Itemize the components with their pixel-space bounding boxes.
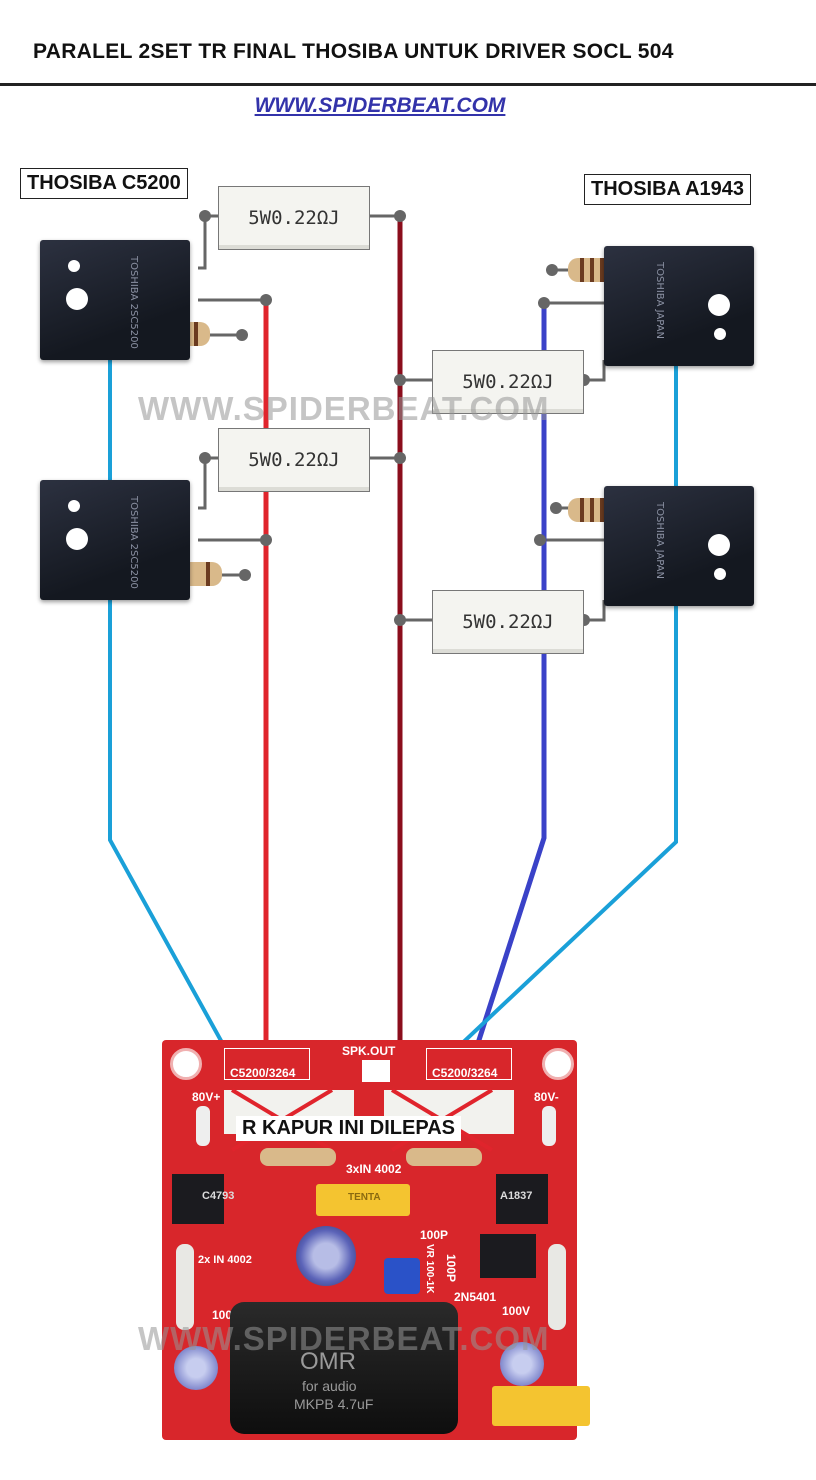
- omr-line1: OMR: [300, 1348, 356, 1375]
- mount-hole: [66, 528, 88, 550]
- cement-resistor-3: 5W0.22ΩJ: [218, 428, 370, 492]
- mount-hole: [708, 294, 730, 316]
- pnp-bus-wire: [467, 303, 547, 1069]
- mount-hole-small: [714, 328, 726, 340]
- transistor-a1943-top: TOSHIBA JAPAN: [604, 246, 754, 366]
- v-plus-label: 80V+: [192, 1090, 221, 1104]
- small-transistor: [480, 1234, 536, 1278]
- socket-left: [224, 1048, 310, 1080]
- driver-transistor-left: [172, 1174, 224, 1224]
- t-2n5401-label: 2N5401: [454, 1290, 497, 1304]
- pcb-resistor: [406, 1148, 482, 1166]
- transistor-c5200-top: TOSHIBA 2SC5200: [40, 240, 190, 360]
- mount-hole: [170, 1048, 202, 1080]
- q-left-label: C4793: [202, 1190, 235, 1202]
- remove-resistor-note: R KAPUR INI DILEPAS: [236, 1116, 461, 1141]
- socket-left-label: C5200/3264: [230, 1066, 296, 1080]
- diodes-label: 3xIN 4002: [346, 1162, 402, 1176]
- cement-resistor-4: 5W0.22ΩJ: [432, 590, 584, 654]
- omr-line3: MKPB 4.7uF: [294, 1396, 374, 1412]
- npn-base-wire: [108, 335, 237, 1067]
- cap-100p-a: 100P: [420, 1228, 449, 1242]
- cap-100p-b: 100P: [444, 1254, 458, 1283]
- cement-resistor-1: 5W0.22ΩJ: [218, 186, 370, 250]
- cement-resistor-2: 5W0.22ΩJ: [432, 350, 584, 414]
- mount-hole-small: [68, 260, 80, 272]
- site-url-link[interactable]: WWW.SPIDERBEAT.COM: [254, 94, 506, 117]
- socket-right: [426, 1048, 512, 1080]
- transistor-marking: TOSHIBA 2SC5200: [128, 496, 139, 589]
- title-divider: [0, 83, 816, 86]
- watermark-top: WWW.SPIDERBEAT.COM: [138, 390, 550, 427]
- transistor-a1943-bottom: TOSHIBA JAPAN: [604, 486, 754, 606]
- label-a1943: THOSIBA A1943: [584, 174, 752, 205]
- film-capacitor-yellow-2: [492, 1386, 590, 1426]
- transistor-marking: TOSHIBA JAPAN: [654, 262, 665, 340]
- transistor-marking: TOSHIBA 2SC5200: [128, 256, 139, 349]
- v-minus-terminal: [542, 1106, 556, 1146]
- transistor-c5200-bottom: TOSHIBA 2SC5200: [40, 480, 190, 600]
- spk-out-socket: [362, 1060, 390, 1082]
- power-resistor-right: [548, 1244, 566, 1330]
- pnp-base-wire: [436, 270, 678, 1068]
- page-title: PARALEL 2SET TR FINAL THOSIBA UNTUK DRIV…: [33, 40, 674, 63]
- label-c5200: THOSIBA C5200: [20, 168, 188, 199]
- socket-right-label: C5200/3264: [432, 1066, 498, 1080]
- pcb-resistor: [260, 1148, 336, 1166]
- spk-out-label: SPK.OUT: [342, 1044, 396, 1058]
- watermark-bottom: WWW.SPIDERBEAT.COM: [138, 1320, 550, 1357]
- transistor-marking: TOSHIBA JAPAN: [654, 502, 665, 580]
- mount-hole: [66, 288, 88, 310]
- omr-film-capacitor: [230, 1302, 458, 1434]
- trimmer-pot: [384, 1258, 420, 1294]
- connection-dots: [199, 210, 590, 626]
- mount-hole-small: [714, 568, 726, 580]
- q-right-label: A1837: [500, 1190, 533, 1202]
- film-capacitor-yellow: [316, 1184, 410, 1216]
- mount-hole-small: [68, 500, 80, 512]
- diodes2-label: 2x IN 4002: [198, 1254, 252, 1266]
- omr-line2: for audio: [302, 1378, 357, 1394]
- v-minus-label: 80V-: [534, 1090, 559, 1104]
- driver-transistor-right: [496, 1174, 548, 1224]
- filter-capacitor-left: [174, 1346, 218, 1390]
- vr-label: VR 100-1K: [424, 1244, 435, 1294]
- v-plus-terminal: [196, 1106, 210, 1146]
- electrolytic-capacitor: [296, 1226, 356, 1286]
- amplifier-pcb: C5200/3264 C5200/3264 SPK.OUT 80V+ 80V- …: [162, 1040, 590, 1440]
- power-resistor-left: [176, 1244, 194, 1330]
- tenta-brand: TENTA: [348, 1192, 381, 1203]
- mount-hole: [708, 534, 730, 556]
- v100-right: 100V: [502, 1304, 531, 1318]
- filter-capacitor-right: [500, 1342, 544, 1386]
- mount-hole: [542, 1048, 574, 1080]
